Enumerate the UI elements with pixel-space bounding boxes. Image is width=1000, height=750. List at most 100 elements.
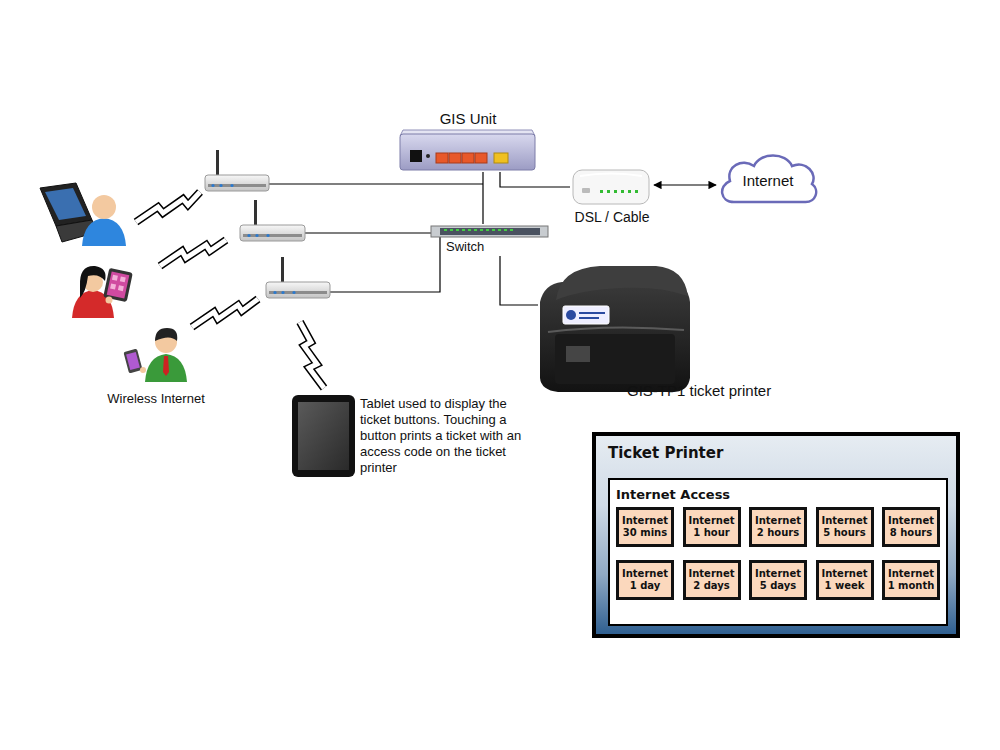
- ticket-button: Internet 1 day: [616, 560, 674, 600]
- network-switch-node: Switch: [429, 224, 549, 256]
- dsl-modem: [580, 174, 642, 177]
- node-text: Internet 2 hours: [754, 515, 802, 539]
- dsl-modem: [573, 170, 649, 204]
- tablet-user: [120, 276, 126, 282]
- network-switch: [504, 229, 507, 231]
- internet-access-panel: Internet 30 minsInternet 1 hourInternet …: [608, 478, 948, 626]
- phone-user: [126, 352, 140, 370]
- node-text: GIS Unit: [398, 110, 538, 128]
- access-point: [205, 150, 269, 191]
- node-text: Internet 1 day: [621, 568, 669, 592]
- network-switch: [510, 229, 513, 231]
- network-switch: [462, 229, 465, 231]
- gis-unit-device: [400, 130, 535, 170]
- network-cable: [482, 172, 483, 224]
- thermal-printer: [566, 346, 590, 362]
- phone-user: [145, 354, 187, 382]
- access-point-wire: [268, 183, 483, 184]
- node-text: Internet Access: [616, 487, 916, 503]
- tablet-user: [112, 275, 118, 281]
- network-switch: [440, 228, 540, 235]
- network-switch: [456, 229, 459, 231]
- ticket-button: Internet 1 hour: [683, 507, 741, 547]
- phone-user: [123, 349, 142, 374]
- access-point: [266, 282, 330, 298]
- access-point: [243, 234, 302, 237]
- phone-user: [140, 367, 146, 373]
- access-point: [254, 200, 257, 226]
- thermal-printer: [556, 266, 688, 300]
- tablet-user: [72, 266, 133, 318]
- tablet-user: [107, 271, 130, 298]
- tablet-node: Tablet used to display the ticket button…: [290, 393, 540, 479]
- dsl-modem: [614, 190, 617, 193]
- node-text: GIS-TP1 ticket printer: [627, 382, 793, 400]
- ticket-button: Internet 8 hours: [882, 507, 940, 547]
- access-point: [247, 234, 250, 237]
- node-text: Internet 30 mins: [621, 515, 669, 539]
- access-point: [269, 291, 327, 294]
- phone-user: [123, 349, 142, 374]
- internet-cloud: Internet: [716, 150, 820, 208]
- network-switch: [450, 229, 453, 231]
- network-switch: [468, 229, 471, 231]
- node-text: Switch: [446, 239, 506, 255]
- access-point: [281, 257, 284, 283]
- thermal-printer: [555, 334, 675, 384]
- gis-unit-device: [449, 153, 461, 163]
- access-point-wire: [305, 232, 431, 233]
- wireless-bolt: [160, 240, 226, 266]
- gis-unit-device: [400, 134, 535, 170]
- ticket-printer-node: GIS-TP1 ticket printer: [538, 265, 794, 401]
- thermal-printer: [563, 306, 609, 324]
- access-point: [255, 234, 258, 237]
- laptop-user: [40, 183, 126, 246]
- access-point: [216, 150, 219, 176]
- access-point: [205, 175, 269, 191]
- node-text: Internet 1 month: [887, 568, 935, 592]
- network-switch: [486, 229, 489, 231]
- network-switch: [492, 229, 495, 231]
- network-switch: [444, 229, 513, 231]
- gis-unit-device: [494, 153, 508, 163]
- gis-unit-device: [462, 153, 474, 163]
- wireless-bolt: [192, 299, 258, 327]
- dsl-modem: [573, 170, 649, 204]
- gis-unit-device: [410, 150, 422, 162]
- tablet-user: [106, 297, 113, 304]
- gis-unit-device: [426, 154, 430, 158]
- ticket-button: Internet 2 days: [683, 560, 741, 600]
- tablet-device: [292, 395, 355, 477]
- dsl-modem: [600, 190, 603, 193]
- network-switch: [431, 226, 548, 237]
- network-cable: [500, 256, 538, 305]
- wireless-bolt: [160, 240, 226, 266]
- access-point: [208, 184, 266, 187]
- node-text: Tablet used to display the ticket button…: [360, 396, 535, 476]
- laptop-user: [92, 195, 116, 219]
- ticket-printer-window: Internet 30 minsInternet 1 hourInternet …: [592, 432, 960, 638]
- thermal-printer: [540, 266, 690, 392]
- ticket-button: Internet 2 hours: [749, 507, 807, 547]
- phone-user: [163, 356, 169, 376]
- laptop-user: [40, 183, 92, 226]
- access-point: [273, 291, 276, 294]
- wireless-bolt: [136, 192, 200, 222]
- ticket-button: Internet 1 week: [816, 560, 874, 600]
- access-point: [219, 184, 222, 187]
- gis-unit-device: [475, 153, 487, 163]
- ticket-button: Internet 5 hours: [816, 507, 874, 547]
- node-text: Internet 2 days: [688, 568, 736, 592]
- tablet-user: [80, 266, 106, 298]
- wireless-bolt: [136, 192, 200, 222]
- gis-unit-device: [436, 153, 448, 163]
- access-point: [211, 184, 214, 187]
- tablet-user: [118, 285, 124, 291]
- gis-unit: GIS Unit: [398, 108, 538, 172]
- access-point: [240, 200, 305, 241]
- dsl-modem: [628, 190, 631, 193]
- wireless-internet-label: Wireless Internet: [96, 391, 216, 406]
- tablet-device: [292, 395, 355, 477]
